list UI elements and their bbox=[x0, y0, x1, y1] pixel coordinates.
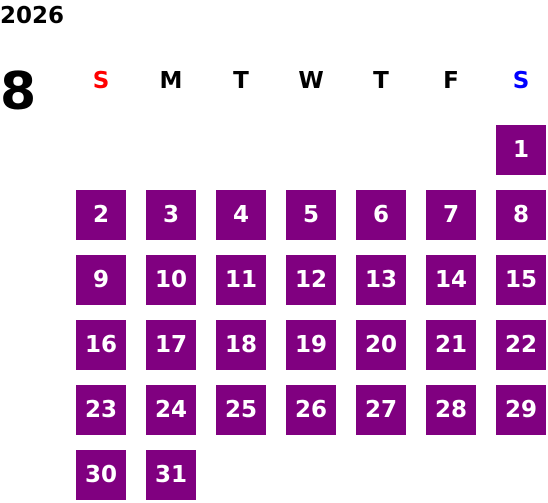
weekday-wednesday: W bbox=[298, 68, 324, 94]
weekday-header-row: S M T W T F S bbox=[76, 64, 546, 98]
day-cell-10[interactable]: 10 bbox=[146, 255, 196, 305]
weekday-sunday: S bbox=[92, 68, 110, 94]
day-cell-27[interactable]: 27 bbox=[356, 385, 406, 435]
day-cell-21[interactable]: 21 bbox=[426, 320, 476, 370]
day-cell-6[interactable]: 6 bbox=[356, 190, 406, 240]
day-cell-15[interactable]: 15 bbox=[496, 255, 546, 305]
day-cell-1[interactable]: 1 bbox=[496, 125, 546, 175]
day-cell-22[interactable]: 22 bbox=[496, 320, 546, 370]
day-cell-19[interactable]: 19 bbox=[286, 320, 336, 370]
day-cell-31[interactable]: 31 bbox=[146, 450, 196, 500]
day-cell-14[interactable]: 14 bbox=[426, 255, 476, 305]
day-cell-8[interactable]: 8 bbox=[496, 190, 546, 240]
year-label: 2026 bbox=[0, 3, 65, 29]
month-label: 8 bbox=[0, 62, 37, 122]
day-cell-18[interactable]: 18 bbox=[216, 320, 266, 370]
day-cell-7[interactable]: 7 bbox=[426, 190, 476, 240]
weekday-thursday: T bbox=[373, 68, 389, 94]
day-cell-4[interactable]: 4 bbox=[216, 190, 266, 240]
day-cell-17[interactable]: 17 bbox=[146, 320, 196, 370]
weekday-monday: M bbox=[159, 68, 183, 94]
weekday-friday: F bbox=[443, 68, 459, 94]
weekday-saturday: S bbox=[512, 68, 530, 94]
day-cell-24[interactable]: 24 bbox=[146, 385, 196, 435]
day-cell-2[interactable]: 2 bbox=[76, 190, 126, 240]
day-cell-16[interactable]: 16 bbox=[76, 320, 126, 370]
day-cell-3[interactable]: 3 bbox=[146, 190, 196, 240]
day-cell-30[interactable]: 30 bbox=[76, 450, 126, 500]
day-cell-13[interactable]: 13 bbox=[356, 255, 406, 305]
day-cell-20[interactable]: 20 bbox=[356, 320, 406, 370]
day-cell-29[interactable]: 29 bbox=[496, 385, 546, 435]
day-cell-26[interactable]: 26 bbox=[286, 385, 336, 435]
day-cell-25[interactable]: 25 bbox=[216, 385, 266, 435]
day-cell-12[interactable]: 12 bbox=[286, 255, 336, 305]
day-cell-9[interactable]: 9 bbox=[76, 255, 126, 305]
day-cell-28[interactable]: 28 bbox=[426, 385, 476, 435]
day-cell-11[interactable]: 11 bbox=[216, 255, 266, 305]
day-cell-23[interactable]: 23 bbox=[76, 385, 126, 435]
day-cell-5[interactable]: 5 bbox=[286, 190, 336, 240]
weekday-tuesday: T bbox=[233, 68, 249, 94]
